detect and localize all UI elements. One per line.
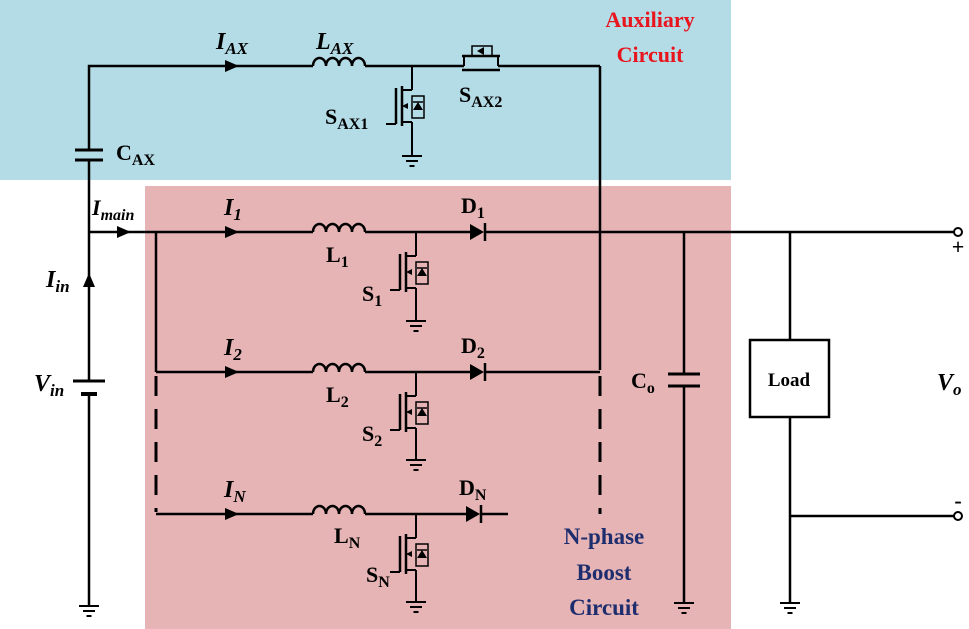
label-in: IN xyxy=(223,477,246,506)
auxiliary-title-line2: Circuit xyxy=(617,42,684,67)
boost-title-line3: Circuit xyxy=(569,595,639,620)
current-arrow-iin xyxy=(83,273,95,287)
label-sax2: SAX2 xyxy=(459,82,502,111)
label-cax: CAX xyxy=(116,140,155,169)
boost-title-line2: Boost xyxy=(577,560,632,585)
label-iin: Iin xyxy=(45,267,70,296)
output-capacitor xyxy=(668,232,700,603)
minus-sign: - xyxy=(954,488,961,513)
label-imain: Imain xyxy=(91,195,134,224)
label-i1: I1 xyxy=(223,195,242,224)
auxiliary-title-line1: Auxiliary xyxy=(605,7,694,32)
auxiliary-circuit-region xyxy=(0,0,731,180)
label-s2: S2 xyxy=(362,421,382,450)
ground-icon xyxy=(779,602,801,614)
load-label: Load xyxy=(768,370,811,391)
load xyxy=(748,232,955,603)
label-s1: S1 xyxy=(362,281,382,310)
ground-icon xyxy=(78,605,100,617)
boost-title-line1: N-phase xyxy=(564,524,645,549)
plus-sign: + xyxy=(952,234,965,259)
auxiliary-capacitor xyxy=(75,148,103,162)
boost-circuit-region xyxy=(145,186,731,629)
label-d2: D2 xyxy=(461,333,485,362)
input-voltage-source xyxy=(73,379,105,396)
label-l2: L2 xyxy=(326,382,349,411)
label-iax: IAX xyxy=(215,29,249,58)
label-d1: D1 xyxy=(461,193,485,222)
label-co: Co xyxy=(631,368,655,397)
current-arrow-imain xyxy=(117,226,131,238)
label-sax1: SAX1 xyxy=(325,104,368,133)
label-vin: Vin xyxy=(34,371,64,400)
output-terminal-negative xyxy=(953,511,963,521)
label-ln: LN xyxy=(334,523,361,552)
label-dn: DN xyxy=(459,475,487,504)
label-i2: I2 xyxy=(223,335,242,364)
output-terminal-positive xyxy=(953,227,963,237)
label-sn: SN xyxy=(366,562,390,591)
label-l1: L1 xyxy=(326,242,349,271)
label-vo: Vo xyxy=(937,370,962,399)
label-lax: LAX xyxy=(315,29,354,58)
auxiliary-switch-2 xyxy=(462,45,500,72)
